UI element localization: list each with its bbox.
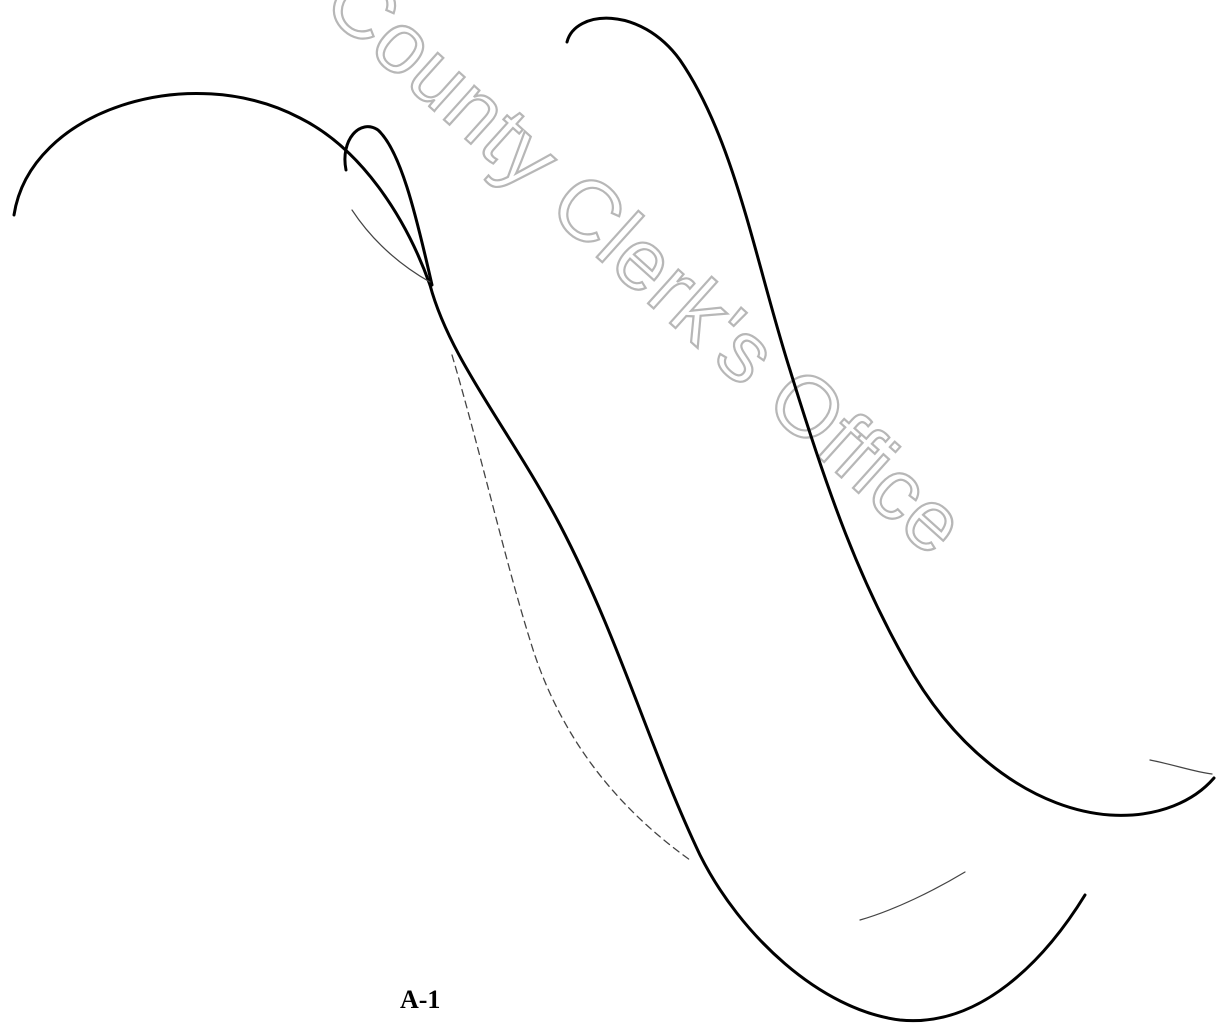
curve-main-descent — [428, 283, 1087, 1023]
curve-inner-loop — [343, 125, 434, 287]
figure-label: A-1 — [400, 985, 440, 1014]
curve-dashed-guide — [451, 354, 691, 861]
curve-right-tail — [1149, 759, 1213, 775]
sinuous-line-drawing — [12, 16, 1216, 1023]
curve-loop-inner-thin — [351, 209, 431, 283]
curve-lower-fragment — [859, 871, 966, 921]
curve-left-loop — [12, 92, 432, 287]
curve-right-band — [565, 16, 1216, 817]
watermark-text: County Clerk's Office — [307, 0, 984, 574]
